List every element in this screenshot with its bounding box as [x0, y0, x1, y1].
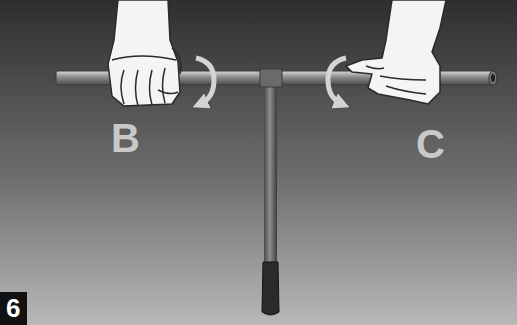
part-label: B — [111, 118, 140, 158]
vertical-pipe — [264, 84, 277, 264]
rubber-tip — [262, 262, 279, 315]
tee-fitting — [260, 69, 282, 87]
right-hand — [346, 0, 446, 104]
figure-number: 6 — [0, 292, 27, 325]
rotation-arrow — [328, 58, 346, 104]
rotation-arrow — [196, 58, 214, 104]
pipe-end — [489, 71, 497, 85]
left-hand — [108, 0, 181, 106]
part-label: C — [416, 124, 445, 164]
pipe-bore — [491, 74, 495, 82]
